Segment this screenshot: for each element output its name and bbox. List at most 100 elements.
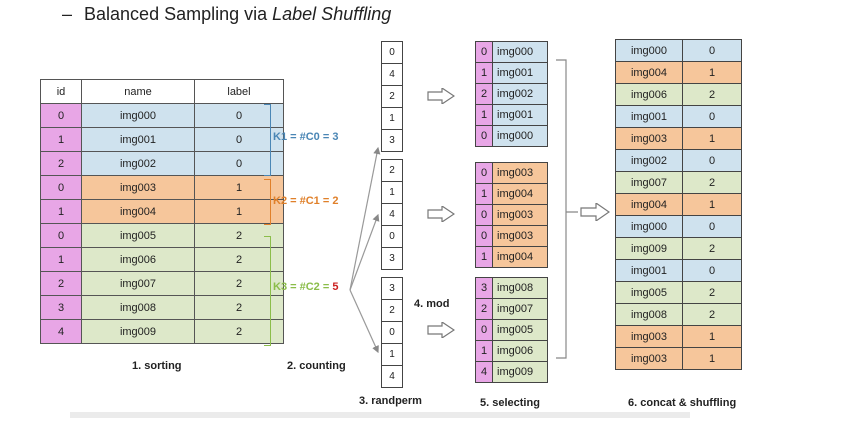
selecting-name: img006 — [492, 340, 548, 362]
final-label: 0 — [682, 259, 742, 282]
selecting-name: img003 — [492, 162, 548, 184]
final-label: 1 — [682, 347, 742, 370]
randperm-cell: 0 — [381, 41, 403, 64]
selecting-name: img000 — [492, 125, 548, 147]
final-name: img000 — [615, 215, 683, 238]
final-name: img002 — [615, 149, 683, 172]
page-title: –Balanced Sampling via Label Shuffling — [62, 4, 391, 25]
selecting-name: img009 — [492, 361, 548, 383]
randperm-row: 4 — [381, 365, 403, 388]
name-cell: img008 — [81, 295, 195, 320]
randperm-cell: 2 — [381, 159, 403, 182]
randperm-row: 0 — [381, 321, 403, 344]
selecting-name: img001 — [492, 104, 548, 126]
randperm-cell: 4 — [381, 203, 403, 226]
final-name: img004 — [615, 61, 683, 84]
randperm-cell: 0 — [381, 321, 403, 344]
final-label: 1 — [682, 61, 742, 84]
count-k3-value: 5 — [332, 281, 339, 293]
caption-concat: 6. concat & shuffling — [628, 397, 737, 409]
randperm-row: 2 — [381, 299, 403, 322]
brace-k1 — [264, 104, 271, 176]
selecting-name: img007 — [492, 298, 548, 320]
selecting-index: 0 — [475, 225, 493, 247]
selecting-name: img001 — [492, 62, 548, 84]
selecting-bracket — [556, 59, 578, 359]
selecting-index: 0 — [475, 319, 493, 341]
id-cell: 0 — [40, 175, 82, 200]
randperm-row: 4 — [381, 63, 403, 86]
name-cell: img003 — [81, 175, 195, 200]
randperm-cell: 3 — [381, 277, 403, 300]
randperm-cell: 0 — [381, 225, 403, 248]
final-label: 2 — [682, 237, 742, 260]
header-label: label — [194, 79, 284, 104]
selecting-name: img003 — [492, 225, 548, 247]
randperm-cell: 4 — [381, 365, 403, 388]
randperm-cell: 2 — [381, 85, 403, 108]
final-name: img001 — [615, 105, 683, 128]
final-name: img007 — [615, 171, 683, 194]
selecting-name: img008 — [492, 277, 548, 299]
selecting-index: 1 — [475, 246, 493, 268]
randperm-row: 4 — [381, 203, 403, 226]
label-cell: 2 — [194, 295, 284, 320]
final-label: 0 — [682, 39, 742, 62]
caption-randperm: 3. randperm — [359, 395, 422, 407]
caption-sorting: 1. sorting — [132, 360, 182, 372]
selecting-index: 1 — [475, 104, 493, 126]
arrow-to-select-1 — [427, 88, 455, 104]
selecting-index: 1 — [475, 62, 493, 84]
count-k2: K2 = #C1 = 2 — [273, 195, 339, 207]
id-cell: 3 — [40, 295, 82, 320]
selecting-index: 0 — [475, 41, 493, 63]
selecting-name: img005 — [492, 319, 548, 341]
selecting-name: img002 — [492, 83, 548, 105]
title-dash: – — [62, 4, 73, 24]
final-label: 0 — [682, 105, 742, 128]
brace-k2 — [264, 179, 271, 225]
final-label: 2 — [682, 83, 742, 106]
randperm-row: 1 — [381, 181, 403, 204]
name-cell: img002 — [81, 151, 195, 176]
brace-k3 — [264, 236, 271, 346]
header-name: name — [81, 79, 195, 104]
final-name: img004 — [615, 193, 683, 216]
arrow-to-select-2 — [427, 206, 455, 222]
randperm-cell: 3 — [381, 247, 403, 270]
final-label: 1 — [682, 325, 742, 348]
randperm-row: 0 — [381, 225, 403, 248]
selecting-index: 2 — [475, 298, 493, 320]
id-cell: 4 — [40, 319, 82, 344]
count-k3-prefix: K3 = #C2 = — [273, 281, 333, 293]
randperm-row: 3 — [381, 247, 403, 270]
id-cell: 2 — [40, 151, 82, 176]
final-name: img006 — [615, 83, 683, 106]
randperm-cell: 2 — [381, 299, 403, 322]
final-label: 1 — [682, 127, 742, 150]
id-cell: 0 — [40, 103, 82, 128]
label-cell: 2 — [194, 271, 284, 296]
